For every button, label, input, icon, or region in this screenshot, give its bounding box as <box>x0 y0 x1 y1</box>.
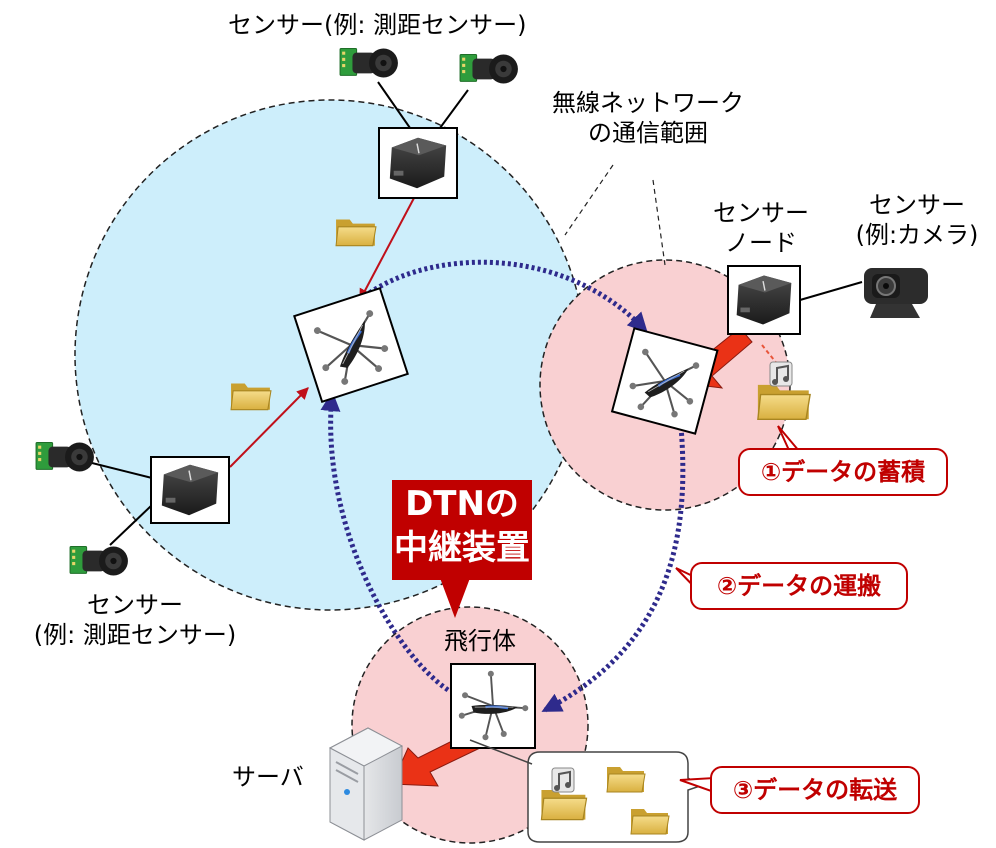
label-sensor-left: センサー (例: 測距センサー) <box>0 590 270 650</box>
sensor-node-line1: センサー <box>713 199 809 227</box>
rangefinder-sensor-icon <box>459 54 519 84</box>
arrow-left-node-to-drone <box>229 387 309 468</box>
dtn-banner-line2: 中継装置 <box>394 528 530 568</box>
rangefinder-sensor-icon <box>35 442 95 472</box>
network-range-line2: の通信範囲 <box>588 119 708 147</box>
music-file-icon <box>551 767 575 793</box>
transport-path-right <box>341 259 648 333</box>
transport-path-up <box>320 391 450 693</box>
label-server: サーバ <box>232 763 304 791</box>
dtn-relay-banner: DTNの 中継装置 <box>392 480 532 580</box>
label-sensor-camera: センサー (例:カメラ) <box>842 190 992 250</box>
sensor-camera-line1: センサー <box>869 191 965 219</box>
server-icon <box>328 727 404 841</box>
camera-icon <box>864 268 928 318</box>
step-3-callout: ③データの転送 <box>710 766 920 814</box>
range-label-leader <box>564 164 666 266</box>
label-sensor-top: センサー(例: 測距センサー) <box>228 11 527 39</box>
transport-path-down <box>541 414 686 713</box>
label-sensor-node: センサー ノード <box>706 198 816 258</box>
sensor-camera-line2: (例:カメラ) <box>855 221 979 249</box>
dtn-banner-line1: DTNの <box>405 484 519 524</box>
rangefinder-sensor-icon <box>69 546 129 576</box>
step-2-callout: ②データの運搬 <box>690 562 908 610</box>
music-file-icon <box>769 361 793 387</box>
sensor-node-line2: ノード <box>725 229 797 257</box>
label-flying-body: 飛行体 <box>444 627 516 655</box>
step-1-callout: ①データの蓄積 <box>738 448 948 496</box>
sensor-left-line1: センサー <box>87 591 183 619</box>
arrow-top-node-to-drone <box>359 197 415 302</box>
label-network-range: 無線ネットワーク の通信範囲 <box>548 88 748 148</box>
rangefinder-sensor-icon <box>339 48 399 78</box>
sensor-left-line2: (例: 測距センサー) <box>33 621 237 649</box>
network-range-line1: 無線ネットワーク <box>552 89 744 117</box>
